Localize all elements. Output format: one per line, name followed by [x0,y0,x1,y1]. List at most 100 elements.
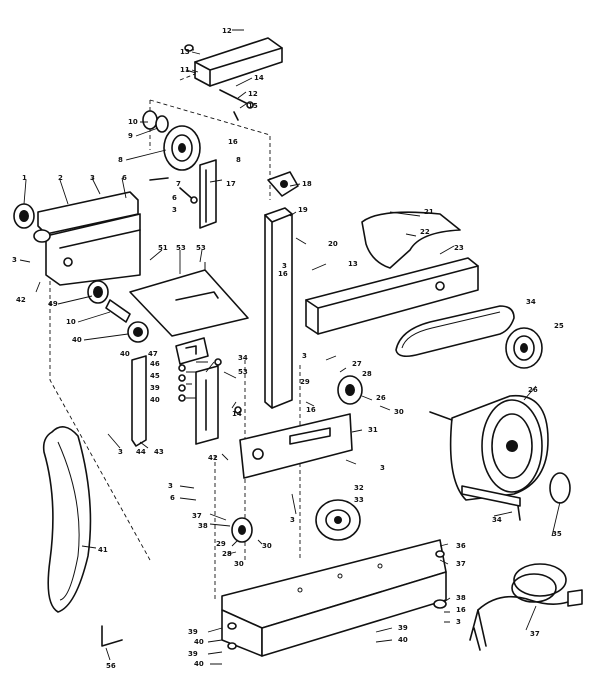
part-label-16c: 16 [306,406,316,414]
part-label-43: 43 [154,448,164,456]
part-label-6a: 6 [172,194,177,202]
motor-end-cover [549,472,571,504]
vertical-column [264,207,293,409]
part-label-14a: 14 [254,74,264,82]
part-labels: 12 13 11 14 12 15 10 9 8 16 8 7 6 3 17 1… [12,27,564,670]
part-label-17: 17 [226,180,236,188]
belt-guard-cover [361,211,461,269]
washer-stack [178,358,242,414]
base-plate [221,539,447,657]
part-label-40f: 40 [398,636,408,644]
part-label-38b: 38 [456,594,466,602]
support-bracket [199,159,217,229]
part-label-13a: 13 [180,48,190,56]
part-label-11: 11 [180,66,190,74]
part-label-40d: 40 [194,638,204,646]
part-label-37c: 37 [530,630,540,638]
part-label-2: 2 [58,174,63,182]
motor-screw [517,505,521,521]
part-label-18: 18 [302,180,312,188]
part-label-3b: 3 [90,174,95,182]
part-label-32: 32 [354,484,364,492]
part-label-42b: 42 [208,454,218,462]
part-label-30c: 30 [262,542,272,550]
part-label-28b: 28 [222,550,232,558]
part-label-16d: 16 [456,606,466,614]
part-label-51: 51 [158,244,168,252]
drive-pulley [142,110,201,171]
part-label-30b: 30 [234,560,244,568]
drive-belt [395,305,515,358]
part-label-12b: 12 [248,90,258,98]
part-label-26b: 26 [528,386,538,394]
long-belt-loop [42,426,92,613]
idler-wheel [231,517,253,543]
part-label-39d: 39 [398,624,408,632]
part-label-10b: 10 [66,318,76,326]
part-label-3e: 3 [302,352,307,360]
part-label-46: 46 [150,360,160,368]
part-label-3g: 3 [118,448,123,456]
part-label-22: 22 [420,228,430,236]
part-label-23: 23 [454,244,464,252]
part-label-25: 25 [554,322,564,330]
part-label-29a: 29 [300,378,310,386]
part-label-12: 12 [222,27,232,35]
clamp-block [175,337,209,365]
part-label-3d: 3 [282,262,287,270]
part-label-39: 39 [150,384,160,392]
part-label-13b: 13 [348,260,358,268]
part-label-28: 28 [362,370,372,378]
part-label-41: 41 [98,546,108,554]
mount-plate [239,413,353,479]
foot-pads [227,550,447,650]
screws-group [149,177,198,204]
part-label-44: 44 [136,448,146,456]
part-label-34b: 34 [492,516,502,524]
part-label-49: 49 [48,300,58,308]
part-label-3f: 3 [380,464,385,472]
part-label-21: 21 [424,208,434,216]
part-label-39c: 39 [188,650,198,658]
part-label-8a: 8 [118,156,123,164]
part-label-3h: 3 [290,516,295,524]
part-label-53a: 53 [176,244,186,252]
part-label-26a: 26 [376,394,386,402]
top-bracket-part [184,37,283,87]
column-clamp [267,171,299,197]
part-label-36: 36 [456,542,466,550]
part-label-53b: 53 [196,244,206,252]
part-label-3a: 3 [172,206,177,214]
part-label-40a: 40 [72,336,82,344]
part-label-8b: 8 [236,156,241,164]
part-label-54: 34 [238,354,248,362]
large-pulley [315,499,361,541]
part-label-40c: 40 [150,396,160,404]
part-label-39b: 39 [188,628,198,636]
part-label-5: 3 [168,482,173,490]
part-label-9: 9 [128,132,133,140]
part-label-47: 47 [148,350,158,358]
wheel-part [13,203,51,243]
part-label-30a: 30 [394,408,404,416]
part-label-3c: 3 [12,256,17,264]
part-label-14b: 14 [232,410,242,418]
part-label-40b: 40 [120,350,130,358]
part-label-33: 33 [354,496,364,504]
part-label-16a: 16 [228,138,238,146]
part-label-19: 19 [298,206,308,214]
part-label-34a: 34 [526,298,536,306]
part-label-6b: 6 [122,174,127,182]
part-label-56: 56 [106,662,116,670]
part-label-20: 20 [328,240,338,248]
left-housing [37,191,141,286]
part-label-42a: 42 [16,296,26,304]
electric-motor [429,394,549,507]
part-label-35: 35 [552,530,562,538]
work-table-plate [129,262,249,337]
part-label-16b: 16 [278,270,288,278]
part-label-29b: 29 [216,540,226,548]
long-channel [305,257,479,335]
part-label-37: 37 [192,512,202,520]
